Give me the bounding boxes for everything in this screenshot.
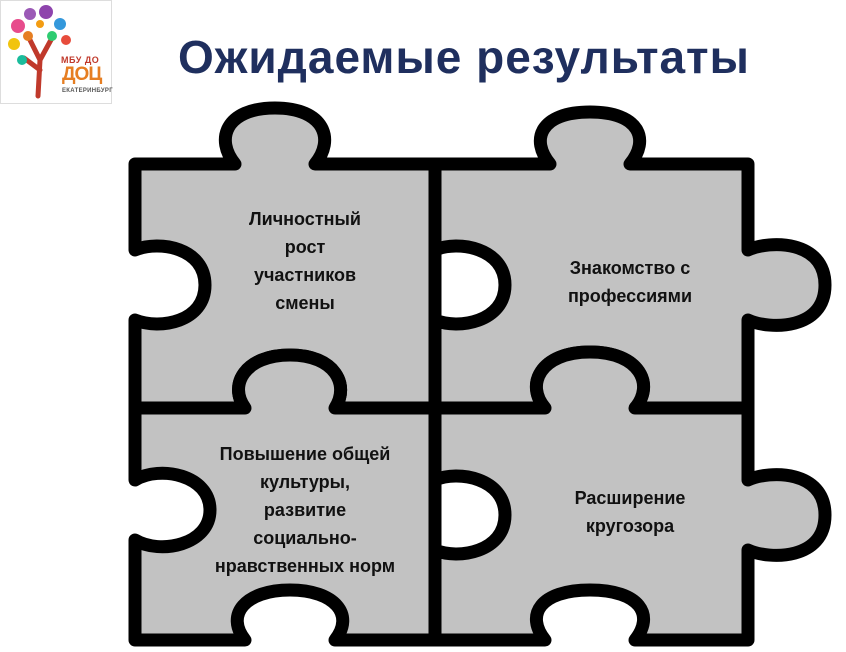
logo: МБУ ДО ДОЦ ЕКАТЕРИНБУРГ	[0, 0, 113, 104]
piece-line: Расширение	[574, 488, 686, 508]
puzzle-piece-top-right	[428, 105, 832, 415]
piece-label-personal-growth: Личностный рост участников смены	[210, 205, 400, 317]
piece-line: культуры,	[259, 472, 351, 492]
logo-city-text: ЕКАТЕРИНБУРГ	[62, 88, 113, 94]
piece-line: смены	[275, 293, 335, 313]
piece-line: рост	[284, 237, 326, 257]
piece-label-horizons: Расширение кругозора	[530, 484, 730, 540]
piece-line: кругозора	[585, 516, 675, 536]
piece-line: Повышение общей	[219, 444, 391, 464]
logo-brand-text: ДОЦ	[62, 64, 102, 85]
tree-logo-icon	[0, 0, 112, 104]
piece-line: профессиями	[567, 286, 693, 306]
piece-label-professions: Знакомство с профессиями	[530, 254, 730, 310]
logo-org-text: МБУ ДО	[61, 55, 100, 65]
piece-line: нравственных норм	[214, 556, 396, 576]
piece-label-culture: Повышение общей культуры, развитие социа…	[180, 440, 430, 580]
page-title: Ожидаемые результаты	[178, 31, 750, 83]
piece-line: развитие	[263, 500, 347, 520]
piece-line: участников	[253, 265, 357, 285]
puzzle-piece-bottom-right	[428, 345, 832, 647]
piece-line: социально-	[253, 528, 357, 548]
puzzle-piece-bottom-left	[128, 348, 442, 647]
piece-line: Знакомство с	[569, 258, 691, 278]
piece-line: Личностный	[249, 209, 361, 229]
